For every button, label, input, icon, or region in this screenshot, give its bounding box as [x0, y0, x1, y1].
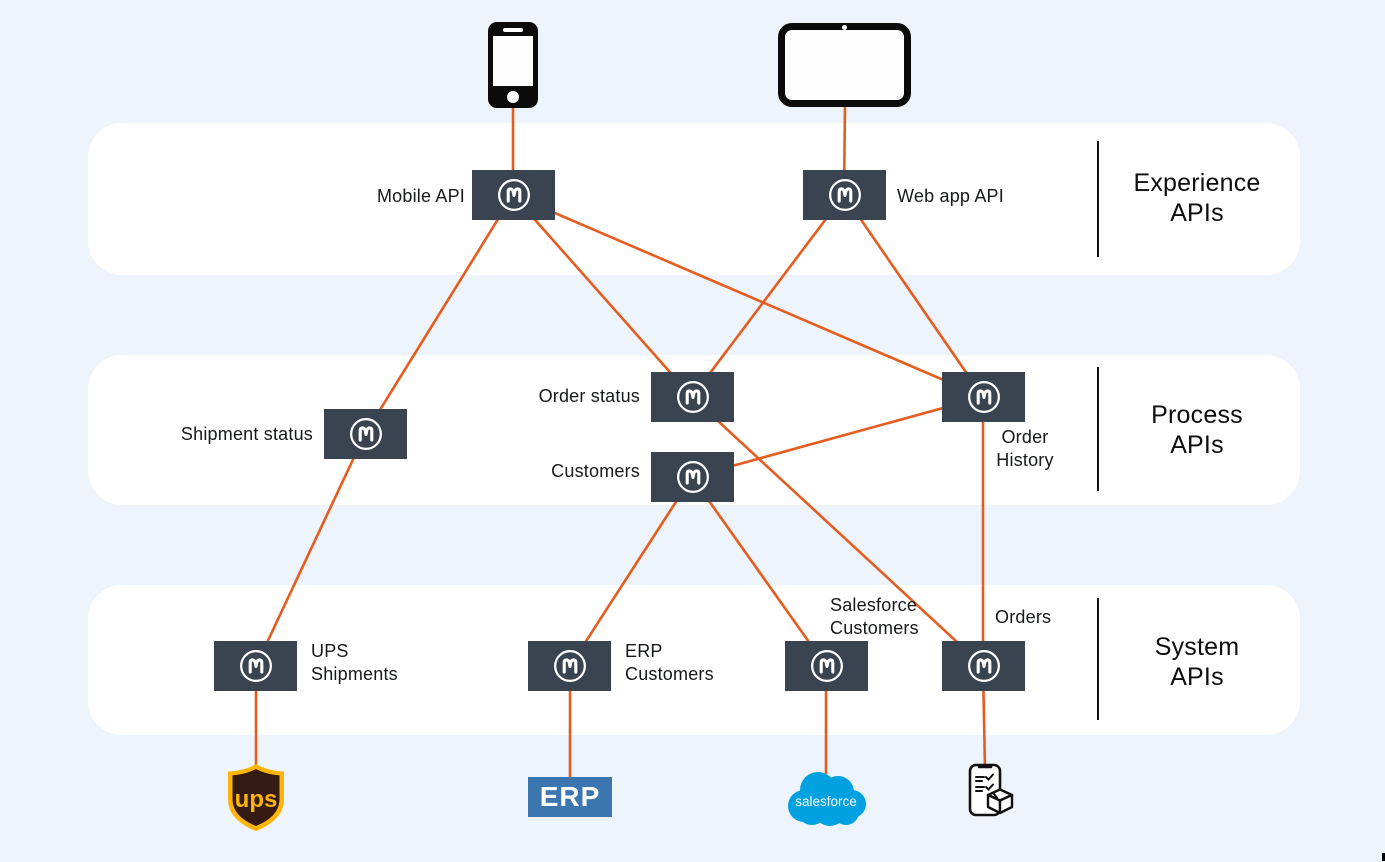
edge-mobile-api-to-order-history: [512, 193, 984, 399]
mulesoft-logo-icon: [237, 647, 275, 685]
mulesoft-logo-icon: [965, 378, 1003, 416]
ups-shipments-label: UPS Shipments: [311, 641, 398, 684]
process-layer-divider: [1097, 367, 1099, 491]
system-apis-label: System APIs: [1154, 633, 1240, 691]
shipment-status-node: [324, 409, 407, 459]
edge-customers-to-erp-customers: [568, 476, 694, 667]
ups-wordmark: ups: [235, 786, 278, 813]
erp-logo: ERP: [528, 777, 612, 817]
experience-apis-label: Experience APIs: [1133, 169, 1261, 227]
salesforce-customers-node: [785, 641, 868, 691]
salesforce-customers-label: Salesforce Customers: [830, 595, 919, 638]
mulesoft-logo-icon: [965, 647, 1003, 685]
orders-node: [942, 641, 1025, 691]
erp-wordmark: ERP: [539, 781, 601, 812]
phone-screen: [493, 36, 533, 86]
web-app-api-label: Web app API: [897, 186, 1004, 206]
edge-web-app-api-to-order-status: [690, 194, 846, 398]
erp-customers-label: ERP Customers: [625, 641, 714, 684]
mobile-api-node: [472, 170, 555, 220]
edge-web-app-api-to-order-history: [842, 194, 985, 398]
mulesoft-logo-icon: [674, 378, 712, 416]
edge-customers-to-order-history: [691, 395, 984, 479]
customers-node: [651, 452, 734, 502]
ups-logo: ups: [228, 764, 284, 831]
tablet-camera: [842, 25, 847, 30]
edge-order-status-to-orders: [691, 396, 984, 667]
edge-customers-to-salesforce-customers: [690, 476, 828, 667]
tablet-icon: [778, 23, 911, 107]
mulesoft-logo-icon: [495, 176, 533, 214]
mulesoft-logo-icon: [808, 647, 846, 685]
shipment-status-label: Shipment status: [180, 424, 313, 444]
system-layer-divider: [1097, 598, 1099, 720]
mulesoft-logo-icon: [674, 458, 712, 496]
salesforce-wordmark: salesforce: [795, 794, 857, 809]
order-history-label: Order History: [996, 427, 1054, 470]
order-status-node: [651, 372, 734, 422]
salesforce-logo: salesforce: [788, 772, 866, 826]
package-orders-icon: [968, 763, 1014, 817]
phone-home-button: [507, 91, 519, 103]
mobile-api-label: Mobile API: [376, 186, 465, 206]
web-app-api-node: [803, 170, 886, 220]
edge-shipment-status-to-ups-shipments: [254, 433, 367, 667]
customers-label: Customers: [551, 461, 640, 481]
phone-speaker: [503, 28, 523, 32]
mulesoft-logo-icon: [551, 647, 589, 685]
order-status-label: Order status: [538, 386, 640, 406]
mulesoft-logo-icon: [347, 415, 385, 453]
ups-shipments-node: [214, 641, 297, 691]
edge-mobile-api-to-order-status: [512, 194, 693, 398]
experience-layer-divider: [1097, 141, 1099, 257]
smartphone-icon: [488, 22, 538, 108]
erp-customers-node: [528, 641, 611, 691]
orders-label: Orders: [995, 607, 1052, 627]
order-history-node: [942, 372, 1025, 422]
mulesoft-logo-icon: [826, 176, 864, 214]
screen-artifact: [1382, 853, 1385, 861]
process-apis-label: Process APIs: [1151, 401, 1243, 459]
edge-mobile-api-to-shipment-status: [363, 194, 515, 435]
